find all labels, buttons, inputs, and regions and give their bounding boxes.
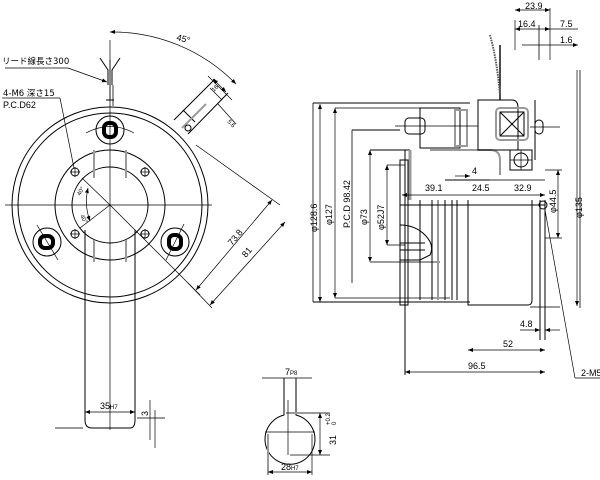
key-height-tol-upper: +0.2 <box>326 412 332 425</box>
dia-73: φ73 <box>359 209 369 225</box>
dim-1-6: 1.6 <box>560 35 573 45</box>
dim-73-8: 73.8 <box>226 227 245 247</box>
dia-127: φ127 <box>324 204 334 225</box>
keyway-view: 7P8 31 +0.2 0 28H7 <box>262 367 338 475</box>
mount-hole-right <box>160 223 190 261</box>
dia-44-5: φ44.5 <box>548 190 558 213</box>
angle-40-upper: 40° <box>77 186 87 197</box>
dim-3: 3 <box>140 411 150 416</box>
wire-outlet-lug <box>173 75 233 135</box>
dim-16-4: 16.4 <box>518 19 536 29</box>
bore-dim: 28H7 <box>281 462 299 472</box>
dia-135: φ135 <box>574 197 584 218</box>
dim-4-8: 4.8 <box>520 319 533 329</box>
dim-24-5: 24.5 <box>472 183 490 193</box>
dim-16: 16 <box>211 84 220 93</box>
tap-2-m5: 2-M5 <box>581 368 600 378</box>
key-height: 31 <box>328 435 338 445</box>
dim-96-5: 96.5 <box>468 361 486 371</box>
front-view: 40° 40° リード線長さ300 4-M6 深さ15 P.C.D62 45° <box>2 29 286 448</box>
dia-128-6: φ128.6 <box>309 204 319 232</box>
dim-39-1: 39.1 <box>425 183 443 193</box>
tap-holes-label: 4-M6 深さ15 <box>3 89 55 99</box>
key-width: 7P8 <box>285 367 298 377</box>
dim-23-9: 23.9 <box>525 1 543 11</box>
terminal-box <box>395 34 560 171</box>
dia-52j7: φ52J7 <box>376 205 386 230</box>
angle-40-lower: 40° <box>78 214 88 225</box>
dim-81: 81 <box>240 245 254 259</box>
side-view: φ128.6 φ127 P.C.D 98.42 φ73 φ52J7 <box>309 1 600 379</box>
pcd-98-42: P.C.D 98.42 <box>342 180 352 228</box>
dim-35h7: 35H7 <box>100 401 118 411</box>
lead-wire <box>99 40 121 107</box>
tapped-holes <box>70 167 150 239</box>
dim-32-9: 32.9 <box>514 183 532 193</box>
dim-5-6: 5.6 <box>226 119 237 130</box>
mount-hole-left <box>32 224 62 261</box>
mount-hole-top <box>85 115 135 145</box>
lead-wire-length-label: リード線長さ300 <box>2 56 69 67</box>
key-height-tol-lower: 0 <box>332 421 338 425</box>
dim-7-5: 7.5 <box>560 19 573 29</box>
angle-45: 45° <box>175 32 191 45</box>
dim-52: 52 <box>503 339 513 349</box>
dim-4: 4 <box>472 166 477 176</box>
pcd-62-label: P.C.D62 <box>3 100 36 110</box>
